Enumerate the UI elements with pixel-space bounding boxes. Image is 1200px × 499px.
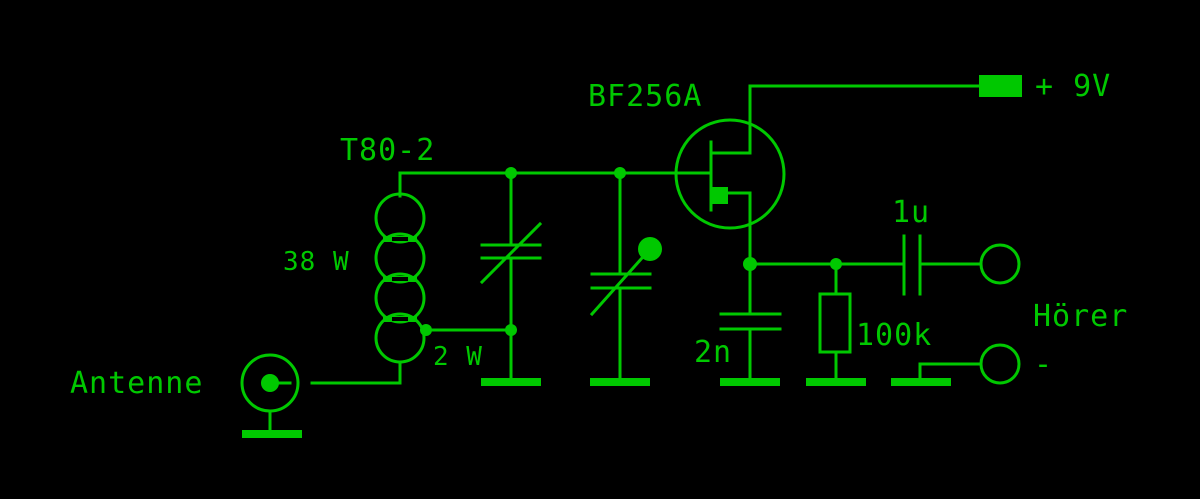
coil-core-gap: [392, 317, 408, 321]
vc1-arrow: [479, 221, 543, 285]
coil-core-gap: [392, 237, 408, 241]
headphone-label: Hörer: [1033, 299, 1128, 334]
jfet: [674, 84, 786, 266]
supply-terminal: [979, 75, 1022, 97]
supply-label: + 9V: [1035, 69, 1111, 104]
headphone-minus-label: -: [1034, 347, 1053, 382]
primary-winding-label: 38 W: [283, 247, 350, 277]
vc2-knob: [638, 237, 662, 261]
resistor-label: 100k: [856, 318, 932, 353]
antenna-label: Antenne: [70, 366, 203, 401]
variable-capacitor-1: [479, 171, 543, 386]
vc2-arrow: [589, 255, 645, 317]
capacitor-1u: [902, 234, 982, 296]
resistor-body: [818, 292, 852, 354]
toroid-coil: [374, 171, 426, 364]
coil-loop: [374, 312, 426, 364]
jfet-envelope: [674, 118, 786, 230]
junction-dot: [420, 324, 432, 336]
headphone-terminal-minus: [979, 343, 1021, 385]
jfet-gate-marker: [711, 187, 728, 204]
capacitor-2n: [719, 262, 782, 386]
source-cap-label: 2n: [694, 335, 732, 370]
trimmer-capacitor-2: [589, 171, 662, 386]
coil-core-gap: [392, 277, 408, 281]
resistor-100k: [806, 262, 866, 386]
transistor-label: BF256A: [588, 79, 702, 114]
antenna-socket: [240, 353, 302, 438]
tap-winding-label: 2 W: [433, 342, 483, 372]
output-cap-label: 1u: [892, 195, 930, 230]
toroid-label: T80-2: [340, 133, 435, 168]
headphone-terminal-plus: [979, 243, 1021, 285]
